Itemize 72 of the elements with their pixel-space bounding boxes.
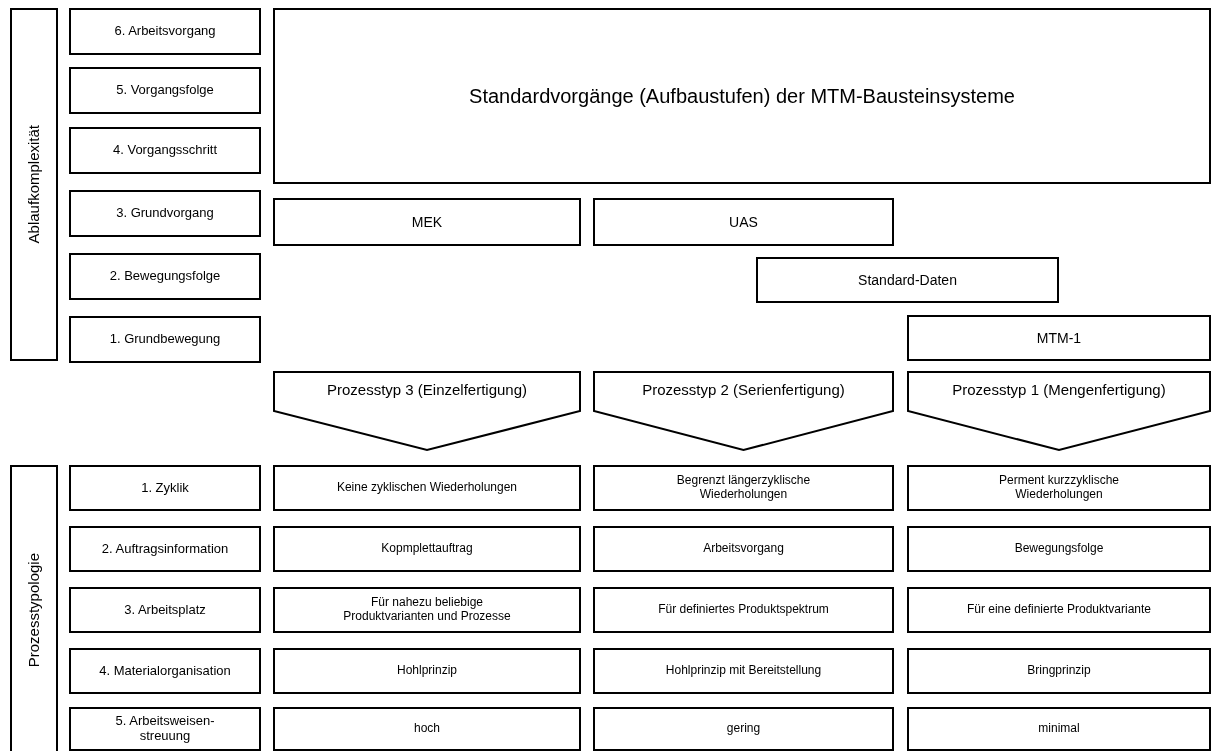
box-label: 4. Materialorganisation — [99, 663, 231, 679]
box-label: MEK — [411, 213, 443, 231]
table-cell — [273, 526, 581, 572]
table-cell — [593, 707, 894, 751]
table-cell — [907, 648, 1211, 694]
criterion-box — [69, 465, 261, 511]
module-box — [756, 257, 1059, 303]
axis-band — [10, 8, 58, 361]
box-label: UAS — [729, 213, 758, 231]
pentagon-header-box — [593, 371, 894, 451]
box-label: gering — [726, 722, 761, 736]
axis-band — [10, 465, 58, 751]
level-box — [69, 190, 261, 237]
box-label: 5. Vorgangsfolge — [116, 83, 214, 98]
box-label: Hohlprinzip mit Bereitstellung — [665, 664, 822, 678]
table-cell — [593, 648, 894, 694]
module-box — [907, 315, 1211, 361]
table-cell — [907, 465, 1211, 511]
box-label: Bringprinzip — [1027, 664, 1091, 678]
level-box — [69, 8, 261, 55]
criterion-box — [69, 707, 261, 751]
axis-label: Prozesstypologie — [25, 552, 43, 668]
table-cell — [273, 648, 581, 694]
criterion-box — [69, 526, 261, 572]
level-box — [69, 253, 261, 300]
level-box — [69, 67, 261, 114]
box-label: 4. Vorgangsschritt — [112, 143, 218, 158]
box-label: Für nahezu beliebige Produktvarianten und Prozesse — [342, 596, 512, 624]
table-cell — [273, 707, 581, 751]
box-label: Kopmplettauftrag — [381, 542, 473, 556]
box-label: Arbeitsvorgang — [703, 542, 784, 556]
box-label: 6. Arbeitsvorgang — [114, 24, 216, 39]
box-label: Für definiertes Produktspektrum — [658, 603, 829, 617]
table-cell — [273, 465, 581, 511]
criterion-box — [69, 587, 261, 633]
box-label: 1. Zyklik — [141, 480, 189, 496]
box-label: Keine zyklischen Wiederholungen — [336, 481, 518, 495]
box-label: Standard-Daten — [858, 271, 957, 289]
box-label: Perment kurzzyklische Wiederholungen — [997, 474, 1120, 502]
box-label: minimal — [1038, 722, 1080, 736]
box-label: 3. Arbeitsplatz — [124, 602, 206, 618]
table-cell — [593, 526, 894, 572]
box-label: hoch — [414, 722, 440, 736]
box-label: Hohlprinzip — [397, 664, 457, 678]
box-label: 3. Grundvorgang — [116, 206, 214, 221]
box-label: 5. Arbeitsweisen- streuung — [114, 714, 216, 744]
chevron-label: Prozesstyp 1 (Mengenfertigung) — [952, 381, 1166, 399]
box-label: Bewegungsfolge — [1014, 542, 1104, 556]
pentagon-header-box — [907, 371, 1211, 451]
level-box — [69, 316, 261, 363]
box-label: Begrenzt längerzyklische Wiederholungen — [675, 474, 812, 502]
chevron-label: Prozesstyp 3 (Einzelfertigung) — [326, 381, 528, 399]
table-cell — [907, 587, 1211, 633]
pentagon-header-box — [273, 371, 581, 451]
box-label: 2. Auftragsinformation — [101, 541, 229, 557]
box-label: MTM-1 — [1036, 329, 1082, 347]
box-label: 1. Grundbewegung — [109, 332, 221, 347]
table-cell — [907, 707, 1211, 751]
criterion-box — [69, 648, 261, 694]
box-label: 2. Bewegungsfolge — [109, 269, 221, 284]
box-label: Für eine definierte Produktvariante — [966, 603, 1152, 617]
module-box — [593, 198, 894, 246]
table-cell — [593, 587, 894, 633]
table-cell — [593, 465, 894, 511]
module-box — [273, 198, 581, 246]
table-cell — [273, 587, 581, 633]
box-label: Standardvorgänge (Aufbaustufen) der MTM-Bausteinsysteme — [469, 84, 1015, 108]
axis-label: Ablaufkomplexität — [25, 125, 43, 244]
table-cell — [907, 526, 1211, 572]
level-box — [69, 127, 261, 174]
chevron-label: Prozesstyp 2 (Serienfertigung) — [642, 381, 845, 399]
title-box — [273, 8, 1211, 184]
